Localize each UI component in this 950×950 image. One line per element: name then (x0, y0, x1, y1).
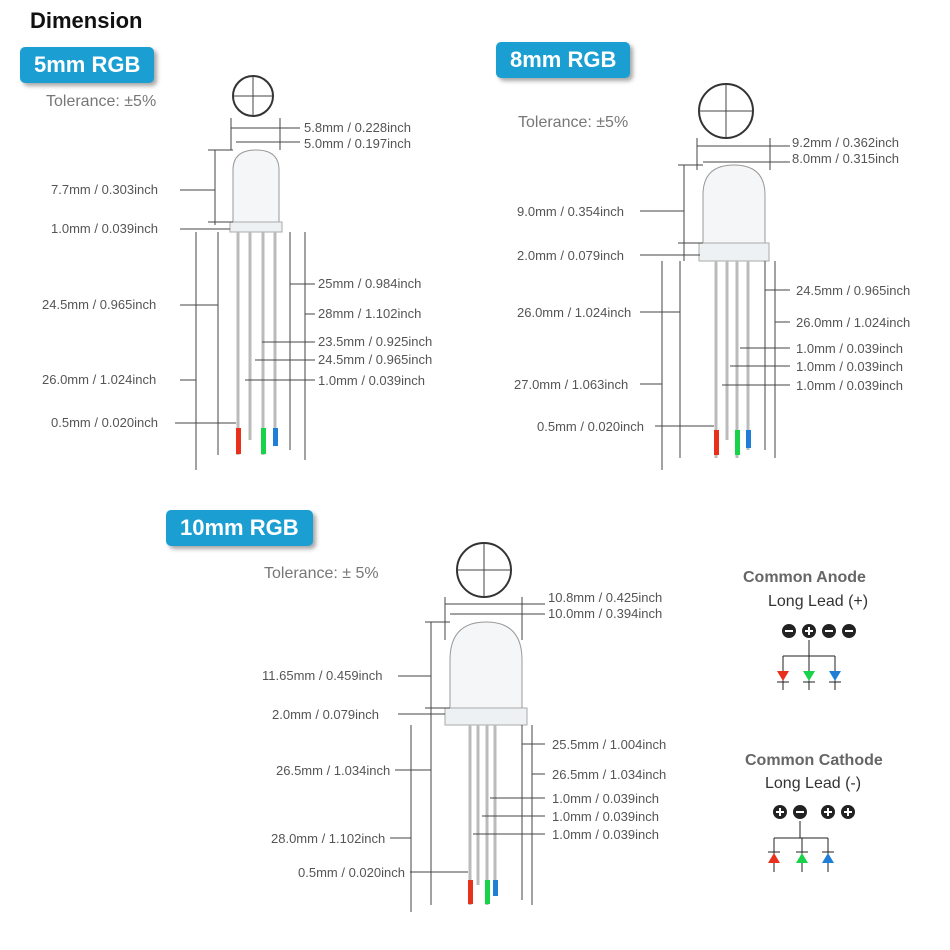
dim-10mm-r3: 1.0mm / 0.039inch (552, 791, 659, 806)
dim-10mm-l2: 28.0mm / 1.102inch (271, 831, 386, 846)
cathode-pin-symbols (773, 805, 855, 819)
dim-5mm-l3: 0.5mm / 0.020inch (51, 415, 158, 430)
anode-pin-symbols (782, 624, 856, 638)
badge-8mm: 8mm RGB (496, 42, 631, 78)
dim-10mm-d1: 10.8mm / 0.425inch (548, 590, 663, 605)
dim-10mm-r5: 1.0mm / 0.039inch (552, 827, 659, 842)
dim-5mm-r4: 24.5mm / 0.965inch (318, 352, 433, 367)
dim-10mm-r4: 1.0mm / 0.039inch (552, 809, 659, 824)
dim-5mm-l1: 24.5mm / 0.965inch (42, 297, 157, 312)
dim-8mm-h1: 9.0mm / 0.354inch (517, 204, 624, 219)
dim-8mm-l2: 27.0mm / 1.063inch (514, 377, 629, 392)
common-cathode-title: Common Cathode (745, 752, 883, 769)
dim-8mm-r5: 1.0mm / 0.039inch (796, 378, 903, 393)
dim-10mm-h1: 11.65mm / 0.459inch (262, 668, 383, 683)
dim-8mm-r1: 24.5mm / 0.965inch (796, 283, 911, 298)
dim-5mm-d1: 5.8mm / 0.228inch (304, 120, 411, 135)
dim-5mm-r3: 23.5mm / 0.925inch (318, 334, 433, 349)
dim-8mm-d1: 9.2mm / 0.362inch (792, 135, 899, 150)
dim-5mm-r1: 25mm / 0.984inch (318, 276, 422, 291)
dim-5mm-h1: 7.7mm / 0.303inch (51, 182, 158, 197)
dim-10mm-l1: 26.5mm / 1.034inch (276, 763, 391, 778)
dim-10mm-l3: 0.5mm / 0.020inch (298, 865, 405, 880)
badge-5mm: 5mm RGB (20, 47, 155, 83)
tolerance-5mm: Tolerance: ±5% (46, 93, 157, 110)
tolerance-8mm: Tolerance: ±5% (518, 114, 629, 131)
dim-8mm-r3: 1.0mm / 0.039inch (796, 341, 903, 356)
dim-8mm-l3: 0.5mm / 0.020inch (537, 419, 644, 434)
dim-10mm-d2: 10.0mm / 0.394inch (548, 606, 663, 621)
dim-10mm-r1: 25.5mm / 1.004inch (552, 737, 667, 752)
page-title: Dimension (30, 8, 143, 33)
dim-8mm-r2: 26.0mm / 1.024inch (796, 315, 911, 330)
dim-8mm-l1: 26.0mm / 1.024inch (517, 305, 632, 320)
common-anode-sub: Long Lead (+) (768, 593, 869, 610)
dim-8mm-h2: 2.0mm / 0.079inch (517, 248, 624, 263)
common-cathode-sub: Long Lead (-) (765, 775, 862, 792)
dim-8mm-r4: 1.0mm / 0.039inch (796, 359, 903, 374)
dim-10mm-h2: 2.0mm / 0.079inch (272, 707, 379, 722)
dim-5mm-h2: 1.0mm / 0.039inch (51, 221, 158, 236)
dim-5mm-d2: 5.0mm / 0.197inch (304, 136, 411, 151)
badge-10mm: 10mm RGB (166, 510, 313, 546)
dim-5mm-r5: 1.0mm / 0.039inch (318, 373, 425, 388)
common-anode-title: Common Anode (743, 569, 866, 586)
dim-5mm-r2: 28mm / 1.102inch (318, 306, 422, 321)
tolerance-10mm: Tolerance: ± 5% (264, 565, 379, 582)
dim-10mm-r2: 26.5mm / 1.034inch (552, 767, 667, 782)
dim-5mm-l2: 26.0mm / 1.024inch (42, 372, 157, 387)
dim-8mm-d2: 8.0mm / 0.315inch (792, 151, 899, 166)
